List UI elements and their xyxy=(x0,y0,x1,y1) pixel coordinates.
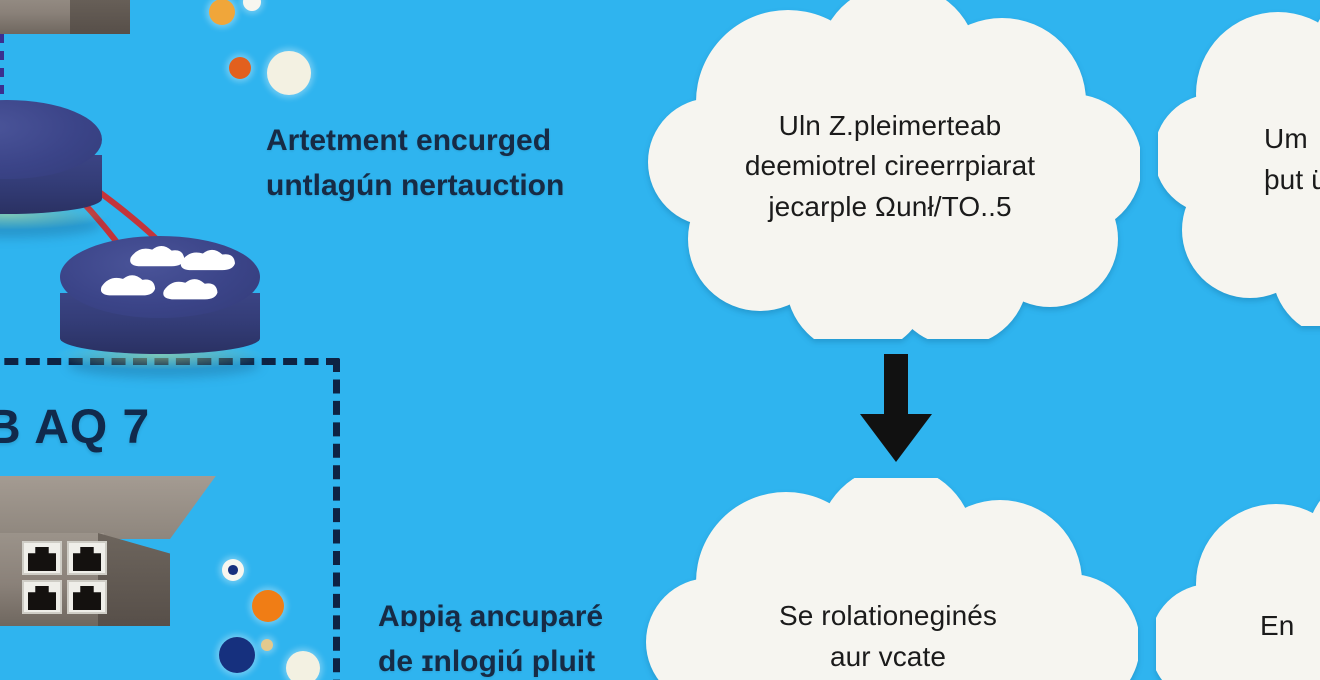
rj45-port xyxy=(22,541,62,575)
decorative-dot xyxy=(252,590,284,622)
router-top xyxy=(0,100,102,180)
device-router-upper xyxy=(0,100,110,238)
cloud-primary-text: Uln Z.pleimerteab deemiotrel cireerrpiar… xyxy=(640,0,1140,339)
cloud-primary-line-3: jecarple Ωunł/TO..5 xyxy=(768,190,1012,222)
flow-arrow-down-icon xyxy=(860,354,932,462)
device-switch-top-left xyxy=(0,0,130,34)
cloud-top-right[interactable]: Um þut ü xyxy=(1158,0,1320,326)
device-switch-bottom-left xyxy=(0,476,216,626)
switch-side-face xyxy=(98,533,170,626)
cloud-router-icon xyxy=(60,236,260,318)
cloud-bottom-center-text: Se rolationeginés aur vcate xyxy=(638,478,1138,680)
decorative-dot xyxy=(209,0,235,25)
label-network-note-line2: untlagún nertauction xyxy=(266,169,565,202)
label-network-note-line1: Artetment encurged xyxy=(266,124,552,157)
cloud-bottom-center[interactable]: Se rolationeginés aur vcate xyxy=(638,478,1138,680)
cloud-shape-icon xyxy=(1158,12,1320,326)
label-switch-note-line1: Aɒpią ancuparé xyxy=(378,600,604,633)
switch-front-face xyxy=(0,0,75,34)
rj45-port xyxy=(67,541,107,575)
router-top xyxy=(60,236,260,318)
cloud-bottom-center-line-1: Se rolationeginés xyxy=(778,600,998,631)
switch-side-face xyxy=(70,0,130,34)
decorative-dot xyxy=(219,637,255,673)
dashed-guide-left xyxy=(0,0,4,118)
cloud-bottom-right[interactable]: En xyxy=(1156,484,1320,680)
cloud-router-icon xyxy=(0,100,102,179)
switch-ports xyxy=(22,541,107,614)
rj45-port xyxy=(22,580,62,614)
rj45-port xyxy=(67,580,107,614)
cloud-bottom-right-line-1: En xyxy=(1260,610,1295,641)
decorative-dot xyxy=(222,559,244,581)
label-zone-code: B AQ 7 xyxy=(0,401,151,454)
label-network-note: Artetment encurged untlagún nertauction xyxy=(266,118,564,208)
cloud-bottom-right-text: En xyxy=(1156,484,1320,680)
cloud-shape-icon xyxy=(648,0,1140,339)
decorative-dot-core xyxy=(228,565,238,575)
decorative-dot xyxy=(286,651,320,680)
cloud-bottom-center-line-2: aur vcate xyxy=(829,640,947,672)
cloud-primary[interactable]: Uln Z.pleimerteab deemiotrel cireerrpiar… xyxy=(640,0,1140,339)
decorative-dot xyxy=(267,51,311,95)
cloud-top-right-line-2: þut ü xyxy=(1264,164,1320,195)
cloud-shape-icon xyxy=(1156,500,1320,680)
cloud-shape-icon xyxy=(646,478,1138,680)
decorative-dot xyxy=(261,639,273,651)
device-router-lower xyxy=(52,236,268,378)
label-switch-note-line2: de ɪnlogiú pluit xyxy=(378,645,596,678)
cloud-top-right-line-1: Um xyxy=(1264,123,1308,155)
cloud-primary-line-1: Uln Z.pleimerteab xyxy=(778,109,1002,141)
label-switch-note: Aɒpią ancuparé de ɪnlogiú pluit xyxy=(378,594,603,680)
decorative-dot xyxy=(229,57,251,79)
decorative-dot xyxy=(243,0,261,11)
cloud-top-right-text: Um þut ü xyxy=(1158,0,1320,326)
cloud-primary-line-2: deemiotrel cireerrpiarat xyxy=(744,150,1036,182)
